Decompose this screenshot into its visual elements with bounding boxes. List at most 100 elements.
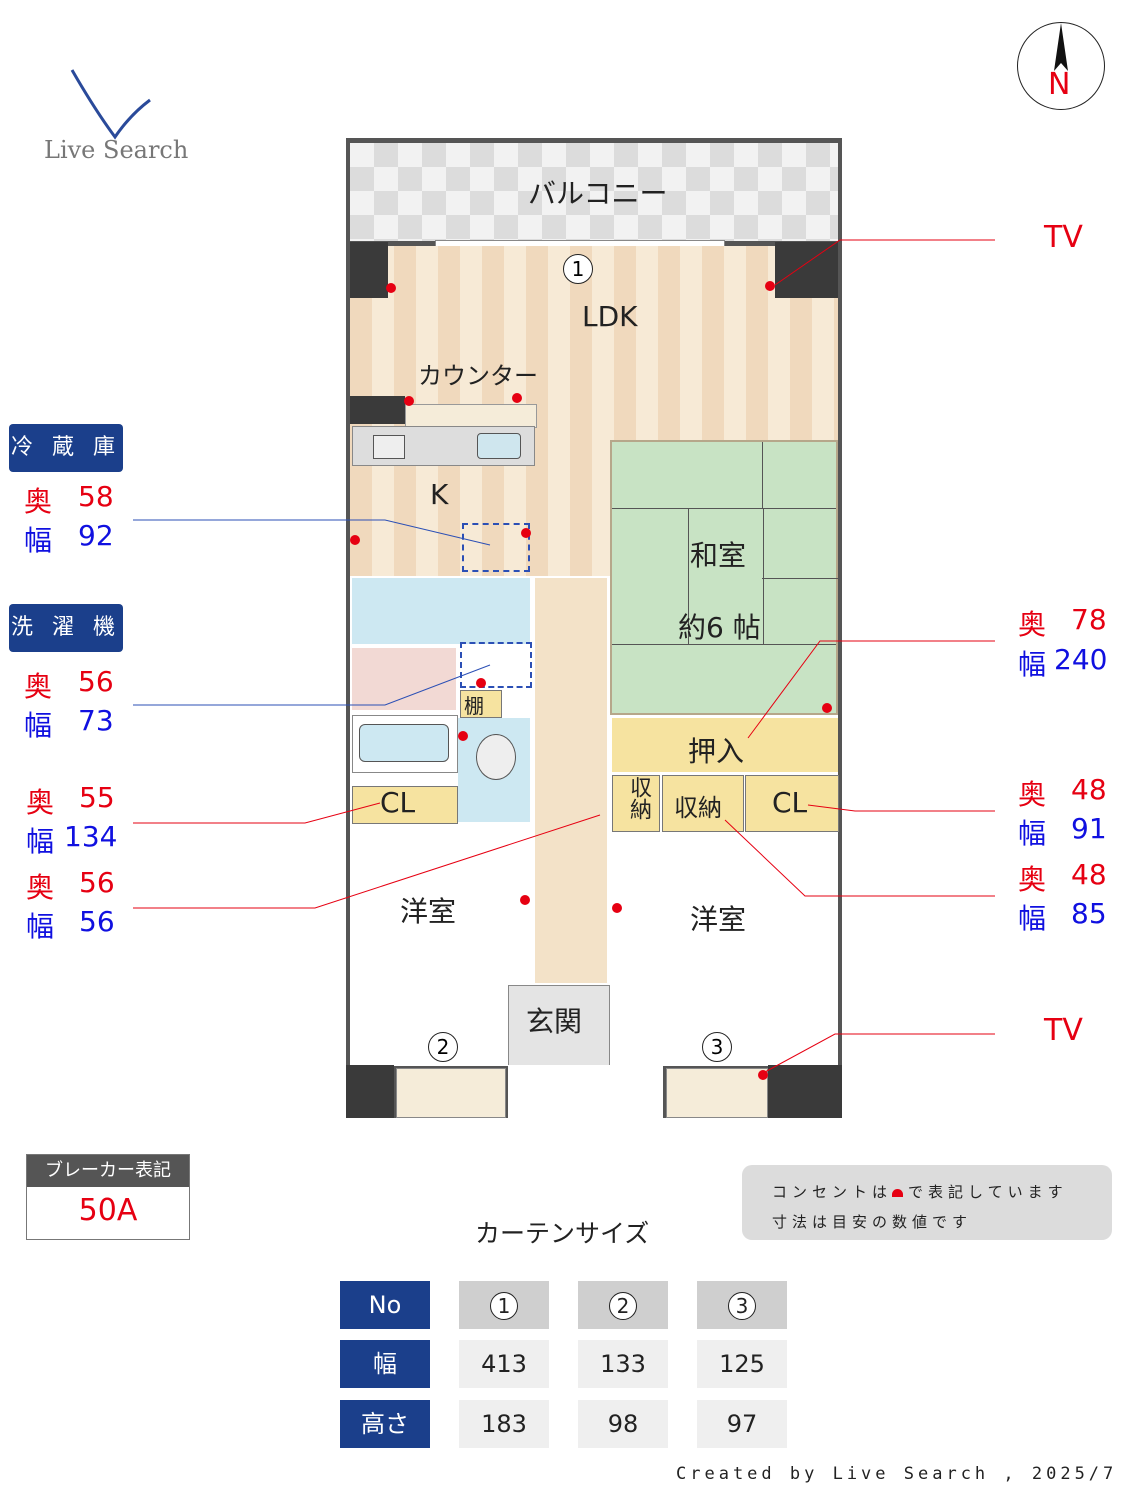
breaker-title: ブレーカー表記 [27,1155,189,1187]
note-line-2: 寸法は目安の数値です [772,1213,973,1231]
col-no: 1 [459,1281,549,1329]
north-arrow-icon [1054,23,1068,71]
window-2 [396,1068,506,1118]
wall-column [350,242,388,298]
width-cell: 133 [578,1340,668,1388]
hallway [535,578,607,983]
col-no: 3 [697,1281,787,1329]
window-number: 1 [490,1292,518,1320]
width-cell: 125 [697,1340,787,1388]
height-cell: 98 [578,1400,668,1448]
cl-right-width: 91 [1071,812,1107,845]
outlet-icon [612,903,622,913]
closet-left [352,786,458,824]
outlet-icon [476,678,486,688]
tatami-line [762,442,763,508]
credit: Created by Live Search , 2025/7 [676,1464,1118,1484]
wall-column [768,1065,842,1118]
washer-depth: 56 [78,665,114,698]
room-depth: 56 [79,866,115,899]
washer-width-label: 幅 [24,709,53,742]
shelf [460,690,502,718]
sink-icon [477,433,521,459]
fridge-depth: 58 [78,480,114,513]
cl-right-width-label: 幅 [1018,817,1047,850]
washer-space [460,642,532,688]
cl-depth: 55 [79,781,115,814]
storage-small-label: 収納 [626,776,651,820]
balcony-label: バルコニー [528,177,668,210]
washitsu-label: 和室 [690,539,747,572]
breaker-box: ブレーカー表記 50A [26,1154,190,1240]
note-line-1: コンセントはで表記しています [772,1181,1068,1202]
storage-depth: 48 [1071,858,1107,891]
toilet-room [458,718,530,822]
washitsu-size: 約6 帖 [678,611,761,644]
washitsu-width-label: 幅 [1018,648,1047,681]
shelf-label: 棚 [464,694,484,718]
tatami-line [612,644,836,645]
tatami-line [762,578,838,579]
storage-small [612,775,660,832]
cl-right-depth-label: 奥 [1018,778,1047,811]
genkan-label: 玄関 [526,1005,583,1038]
header-height: 高さ [340,1400,430,1448]
storage-label: 収納 [674,794,722,822]
cl-width: 134 [64,820,118,853]
closet-right-label: CL [772,786,808,819]
outlet-icon [512,393,522,403]
oshiire [612,718,838,772]
note-box: コンセントはで表記しています 寸法は目安の数値です [742,1165,1112,1240]
outlet-icon [765,281,775,291]
outlet-icon [458,731,468,741]
cl-right-depth: 48 [1071,773,1107,806]
ldk-label: LDK [582,300,638,333]
storage [662,775,744,832]
washitsu [610,440,838,715]
tv-bottom-label: TV [1044,1013,1083,1048]
washer-tag: 洗 濯 機 [9,604,123,652]
fridge-width: 92 [78,519,114,552]
logo-mark [70,69,151,140]
col-no: 2 [578,1281,668,1329]
closet-right [745,775,839,832]
window-number: 3 [702,1032,732,1062]
outlet-icon [758,1070,768,1080]
bathtub [352,715,458,773]
fridge-tag: 冷 蔵 庫 [9,424,123,472]
window-number: 3 [728,1292,756,1320]
washitsu-depth-label: 奥 [1018,608,1047,641]
width-cell: 413 [459,1340,549,1388]
wall-column [775,242,838,298]
note-line-1-post: で表記しています [908,1183,1068,1201]
tv-top-label: TV [1044,220,1083,255]
curtain-title: カーテンサイズ [475,1219,650,1248]
tub-icon [359,724,449,762]
window-3 [666,1068,768,1118]
youshitsu-left-label: 洋室 [400,895,457,928]
genkan [508,985,610,1067]
fridge-width-label: 幅 [24,524,53,557]
storage-width-label: 幅 [1018,902,1047,935]
outlet-icon [350,535,360,545]
header-no: No [340,1281,430,1329]
header-width: 幅 [340,1340,430,1388]
washitsu-width: 240 [1054,643,1108,676]
room-width: 56 [79,905,115,938]
note-line-1-pre: コンセントは [772,1183,893,1201]
washer-depth-label: 奥 [24,670,53,703]
oshiire-label: 押入 [688,735,745,768]
height-cell: 183 [459,1400,549,1448]
youshitsu-right-label: 洋室 [690,903,747,936]
logo-text: Live Search [44,136,189,164]
closet-left-label: CL [380,786,416,819]
outlet-icon [822,703,832,713]
counter-label: カウンター [418,362,538,390]
outlet-icon [386,283,396,293]
fridge-depth-label: 奥 [24,485,53,518]
cl-depth-label: 奥 [26,786,55,819]
kitchen-label: K [430,478,449,511]
wall-column [350,396,405,424]
kitchen-counter [352,426,535,466]
storage-width: 85 [1071,897,1107,930]
